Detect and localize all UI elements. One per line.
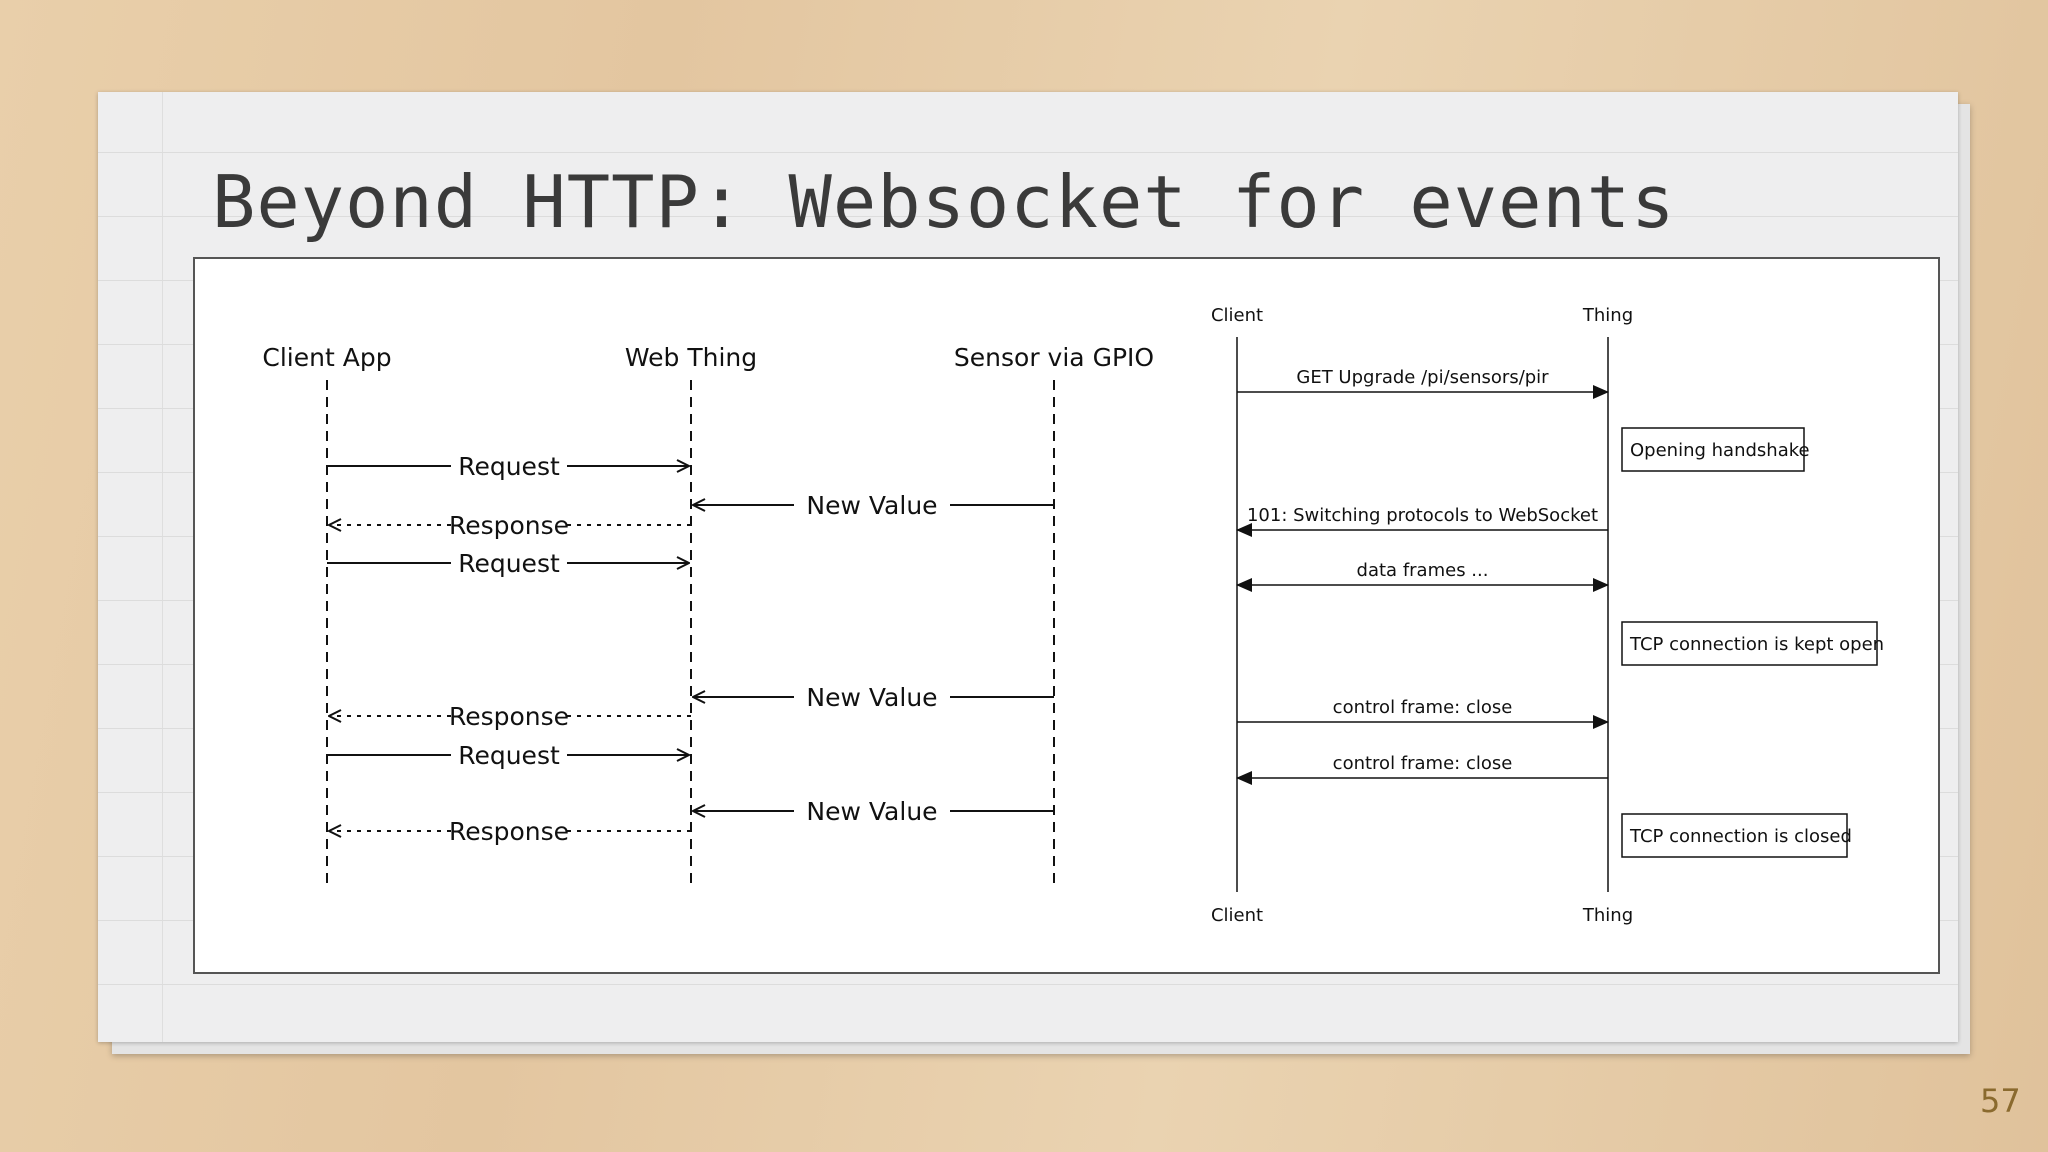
message-label: data frames ... [1357,560,1489,581]
message-label: 101: Switching protocols to WebSocket [1247,505,1598,526]
message-label: New Value [806,683,937,712]
participant-label-top: Thing [1582,305,1633,326]
message-label: Request [458,741,560,770]
participant-label: Sensor via GPIO [954,343,1154,372]
message-label: Request [458,452,560,481]
message-label: New Value [806,797,937,826]
message-label: GET Upgrade /pi/sensors/pir [1296,367,1549,388]
message-label: Response [449,511,569,540]
page-number: 57 [1980,1082,2021,1120]
participant-label: Client App [262,343,391,372]
note-label: TCP connection is kept open [1629,634,1884,655]
message-label: Response [449,702,569,731]
participant-label-bottom: Client [1211,905,1263,926]
note-box [1621,813,1848,858]
message-label: control frame: close [1333,753,1513,774]
note-box [1621,621,1878,666]
participant-label-top: Client [1211,305,1263,326]
message-label: Response [449,817,569,846]
message-label: control frame: close [1333,697,1513,718]
slide-title: Beyond HTTP: Websocket for events [212,160,1676,244]
participant-label: Web Thing [625,343,757,372]
note-label: Opening handshake [1630,440,1810,461]
message-label: Request [458,549,560,578]
participant-label-bottom: Thing [1582,905,1633,926]
note-label: TCP connection is closed [1629,826,1852,847]
message-label: New Value [806,491,937,520]
note-box [1621,427,1805,472]
